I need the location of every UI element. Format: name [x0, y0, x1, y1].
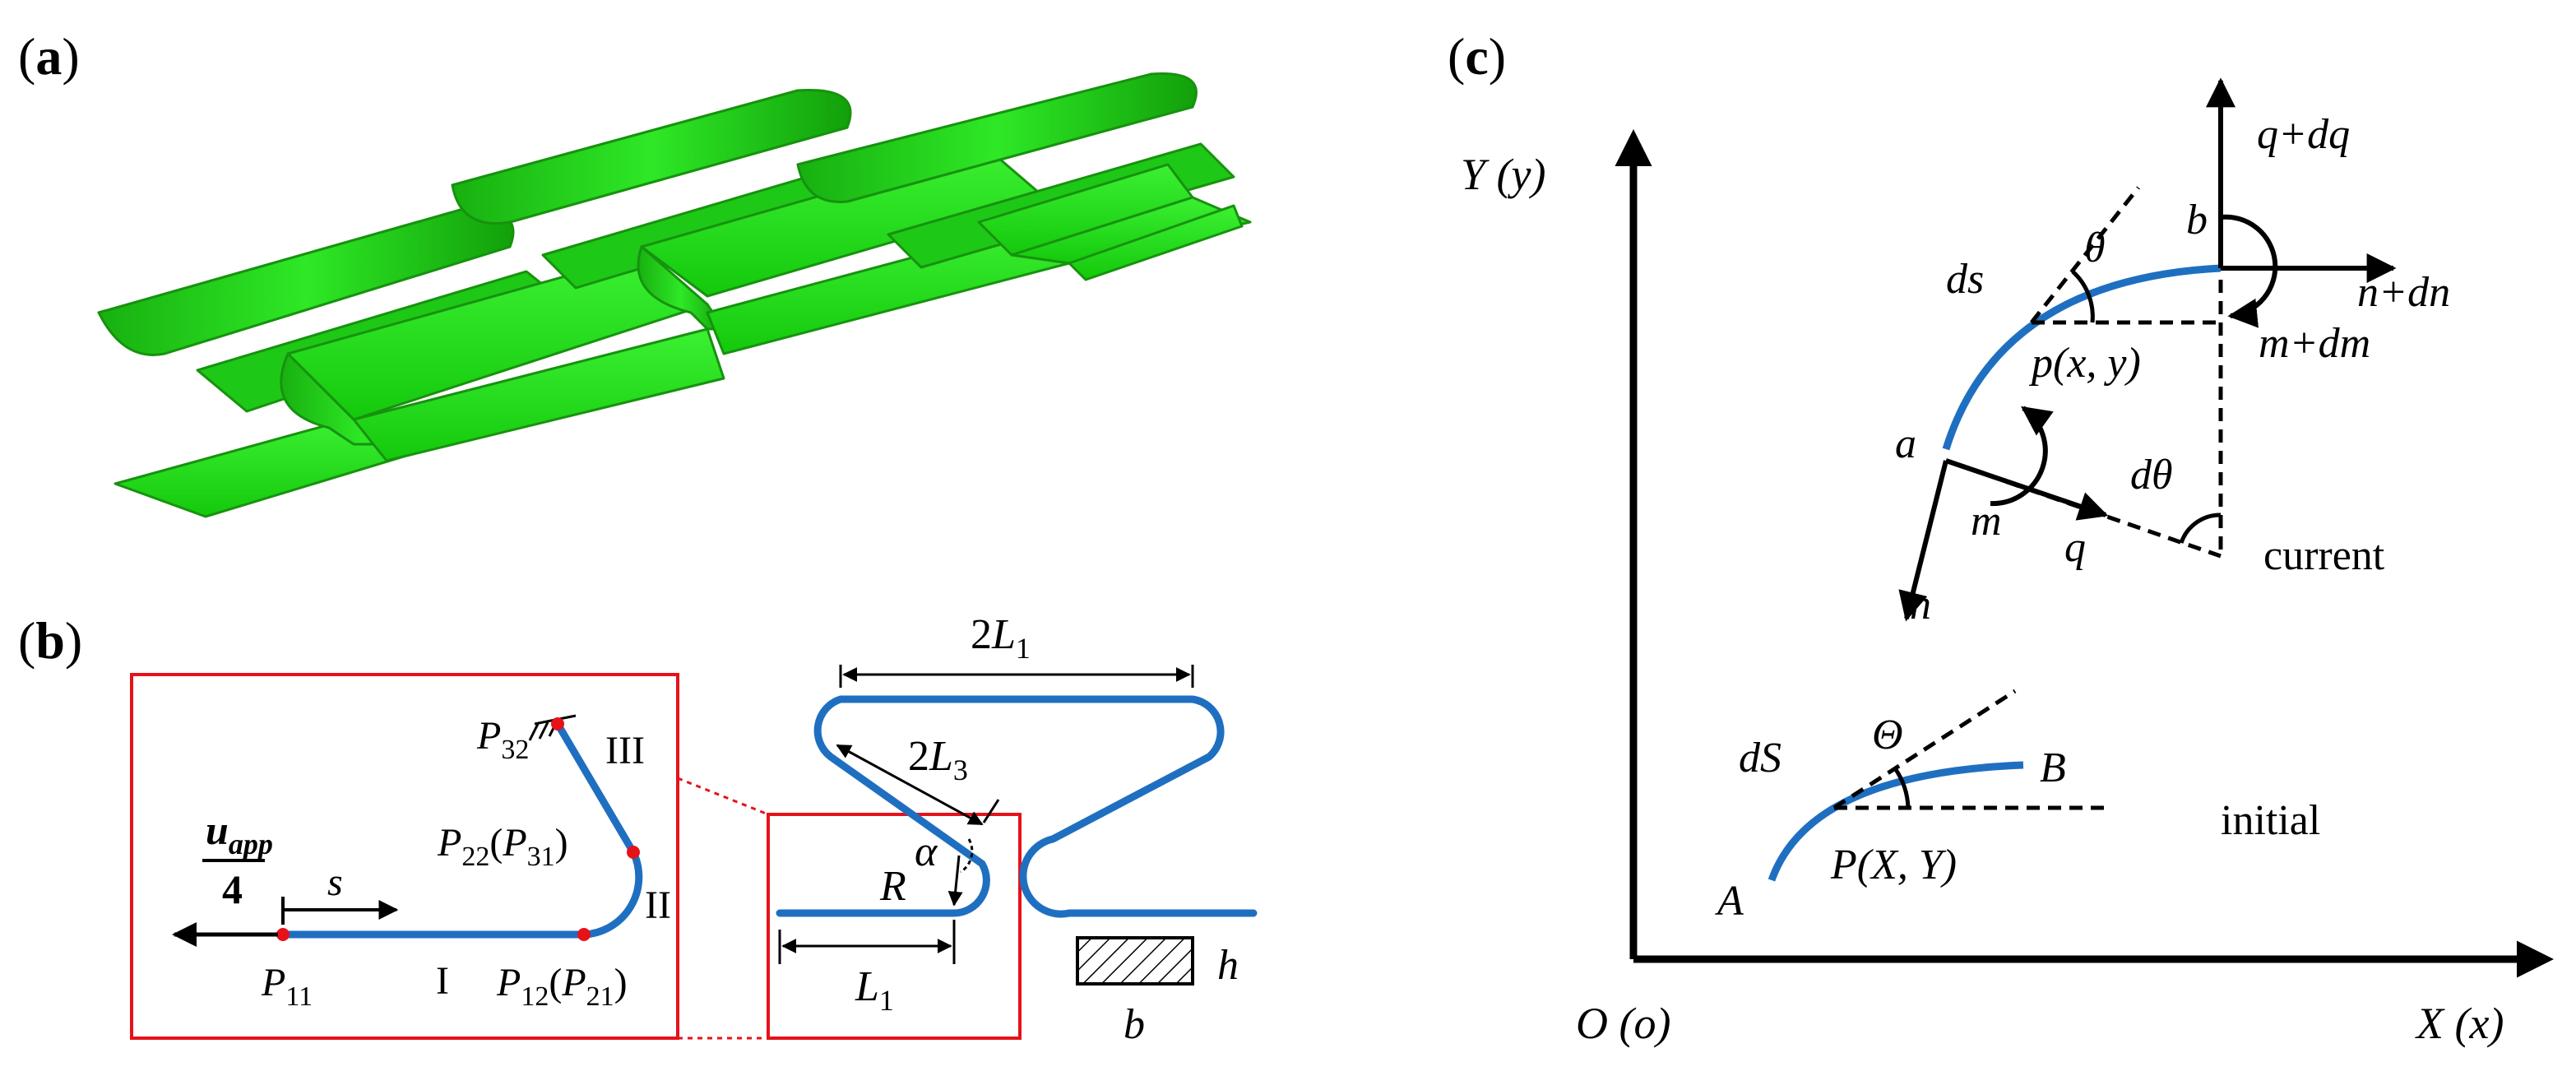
label-R: R: [879, 863, 906, 910]
zoom-connector-top: [677, 777, 769, 816]
tangent-initial: [1832, 689, 2017, 810]
label-m: m: [1971, 498, 2002, 545]
initial-beam: [1768, 761, 2024, 882]
s-label: s: [327, 860, 343, 904]
panel-label-a: (a): [18, 27, 80, 86]
label-current: current: [2263, 532, 2385, 579]
Theta-arc: [1893, 767, 1911, 809]
cross-section: [1076, 936, 1194, 986]
label-n: n: [1910, 582, 1931, 628]
label-A-point: A: [1715, 878, 1744, 925]
label-2L1: 2L1: [971, 611, 1031, 665]
u-app-label: uapp 4: [202, 807, 273, 912]
tangent-current: [2030, 186, 2140, 324]
node-p12: [577, 928, 591, 941]
label-Theta: Θ: [1872, 712, 1903, 758]
label-L1: L1: [855, 963, 894, 1017]
label-p11: P11: [261, 961, 313, 1012]
green-3d-structure: [97, 72, 1252, 518]
panel-label-c: (c): [1448, 27, 1506, 86]
label-initial: initial: [2221, 797, 2320, 844]
label-p32: P32: [476, 714, 529, 765]
label-n-dn: n+dn: [2357, 269, 2450, 316]
label-alpha: α: [915, 828, 938, 875]
label-b-point: b: [2186, 197, 2208, 243]
node-p32: [551, 717, 564, 730]
node-p22: [627, 846, 640, 859]
zigzag-beam: [776, 695, 1258, 918]
label-P-initial: P(X, Y): [1830, 842, 1957, 888]
label-seg-II: II: [645, 884, 671, 927]
arrow-n: [1898, 460, 1948, 622]
label-seg-I: I: [436, 959, 449, 1003]
dtheta-arc: [2179, 512, 2222, 544]
label-p12: P12(P21): [496, 961, 628, 1012]
label-ds: ds: [1946, 256, 1984, 303]
y-axis-label: Y (y): [1461, 150, 1545, 199]
dim-2L3-tick: [982, 799, 1000, 823]
zoom-source-box: [767, 813, 1022, 1040]
label-q: q: [2064, 524, 2086, 571]
arrow-q: [1945, 458, 2109, 521]
dim-2L3-arrow: [836, 744, 984, 826]
label-h: h: [1217, 942, 1239, 989]
theta-arc: [2071, 270, 2095, 323]
zoom-box: [130, 673, 679, 1040]
radius-arrow: [947, 855, 963, 907]
label-a-point: a: [1895, 420, 1916, 467]
zoomed-beam: [279, 720, 643, 939]
alpha-arc: [960, 838, 974, 874]
svg-text:uapp: uapp: [206, 807, 273, 860]
label-b-width: b: [1124, 1001, 1145, 1048]
label-theta: θ: [2084, 225, 2106, 271]
label-B-point: B: [2040, 744, 2066, 791]
current-beam: [1942, 264, 2222, 451]
x-axis-label: X (x): [2415, 999, 2504, 1048]
label-p: p(x, y): [2028, 340, 2141, 387]
node-p11: [276, 928, 290, 941]
panel-label-b: (b): [18, 611, 82, 670]
label-q-dq: q+dq: [2257, 111, 2350, 158]
label-seg-III: III: [605, 729, 645, 772]
label-2L3: 2L3: [908, 733, 968, 786]
svg-text:4: 4: [222, 866, 243, 912]
label-dS: dS: [1739, 735, 1781, 781]
label-m-dm: m+dm: [2259, 320, 2370, 367]
origin-label: O (o): [1576, 999, 1670, 1048]
arrow-m: [1990, 406, 2054, 507]
label-dtheta: dθ: [2130, 452, 2173, 499]
label-p22: P22(P31): [437, 821, 568, 872]
arrow-m-dm: [2220, 214, 2278, 328]
